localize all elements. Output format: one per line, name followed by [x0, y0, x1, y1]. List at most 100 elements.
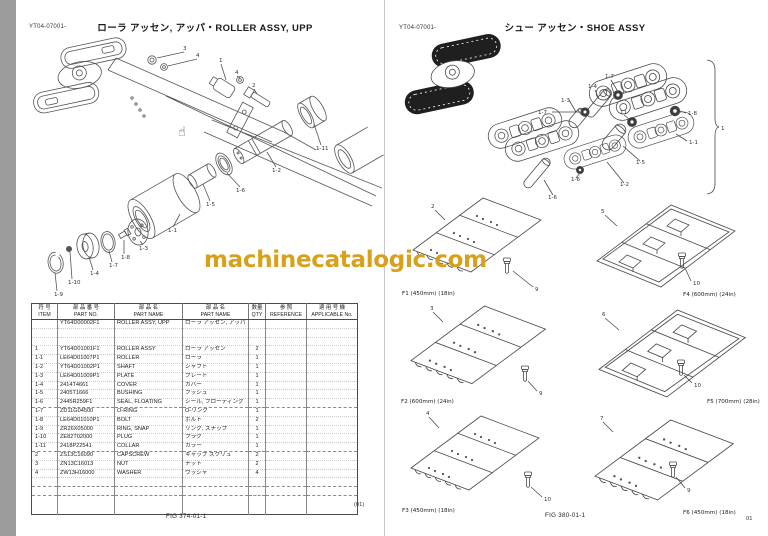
grease-fitting-part [208, 76, 236, 99]
shoe-f1 [412, 197, 542, 288]
frame-lines [107, 57, 383, 207]
table-row [31, 336, 358, 346]
fig-label: FIG 374-01-1 [166, 513, 207, 520]
callout-label: 1-3 [561, 98, 570, 104]
table-row [31, 477, 358, 487]
callout-label: 4 [235, 70, 239, 76]
callout-label: 1 [219, 58, 223, 64]
assy-bracket [706, 59, 720, 195]
roller-assembled-part [334, 126, 384, 174]
machine-thumbnail [33, 37, 127, 114]
snap-ring-part [47, 252, 64, 274]
shoe-size-label: F5 (700mm) (28in) [707, 399, 760, 405]
callout-label: 6 [602, 312, 606, 318]
callout-leader-lines [54, 51, 322, 292]
shoe-size-label: F6 (450mm) (18in) [683, 510, 736, 516]
hand-pointer-icon: ☝ [178, 125, 186, 140]
callout-label: 1-7 [605, 74, 614, 80]
watermark: machinecatalogic.com [204, 247, 487, 273]
callout-label: 2 [252, 83, 256, 89]
page-note: 01 [746, 516, 753, 522]
table-row [31, 494, 358, 515]
callout-label: 5 [601, 209, 605, 215]
page-note: (01) [354, 502, 365, 508]
page-divider [384, 0, 385, 536]
shoe-size-label: F3 (450mm) (18in) [402, 508, 455, 514]
shoe-f6 [594, 419, 734, 501]
callout-label: 1-6 [548, 195, 557, 201]
callout-label: 1-4 [90, 271, 99, 277]
shoe-exploded-diagram: 1-7 1-3 1-4 1-7 11 1-8 1-1 1-5 1-2 1-6 1… [401, 34, 760, 516]
callout-label: 9 [687, 488, 691, 494]
callout-label: 9 [539, 391, 543, 397]
callout-label: 10 [693, 281, 700, 287]
nut-part [147, 55, 157, 65]
collar-part [297, 95, 327, 129]
callout-label: 1-1 [168, 228, 177, 234]
callout-label: 4 [426, 411, 430, 417]
callout-label: 1-9 [54, 292, 63, 298]
table-row [31, 327, 358, 338]
callout-label: 1-11 [316, 146, 328, 152]
page-roller-assy: YT04-07001- ローラ アッセン, アッパ・ROLLER ASSY, U… [16, 0, 384, 536]
track-link-cluster [484, 59, 720, 196]
shoe-size-label: F2 (600mm) (24in) [401, 399, 454, 405]
callout-label: 1-8 [121, 255, 130, 261]
washer-part [160, 63, 168, 71]
callout-label: 1-3 [139, 246, 148, 252]
roller-exploded-diagram: 3 4 1 4 2 1-11 1-2 1-6 1-5 1-1 1-3 1-8 1… [33, 37, 384, 298]
callout-label: 3 [430, 306, 434, 312]
seal-ring-part [575, 165, 584, 174]
callout-label: 11 [620, 110, 627, 116]
callout-label: 1-8 [688, 111, 697, 117]
seal-ring-part [613, 90, 623, 100]
fig-label: FIG 380-01-1 [545, 512, 586, 519]
shoe-f2 [410, 305, 546, 392]
shaft-part [233, 120, 293, 164]
callout-label: 1-6 [236, 188, 245, 194]
plate-part [127, 218, 149, 246]
callout-label: 2 [431, 204, 435, 210]
callout-label: 1-4 [588, 84, 597, 90]
cover-part [76, 232, 100, 260]
shoe-size-label: F1 (450mm) (18in) [402, 291, 455, 297]
callout-label: 10 [694, 383, 701, 389]
callout-leader-lines [543, 79, 688, 196]
shoe-f5 [598, 309, 746, 398]
callout-label: 1-2 [620, 182, 629, 188]
shoe-f4 [596, 204, 736, 288]
callout-label: 1-2 [272, 168, 281, 174]
callout-label: 9 [535, 287, 539, 293]
pin-part [523, 157, 551, 189]
callout-label: 1-5 [636, 160, 645, 166]
page-title: シュー アッセン・SHOE ASSY [504, 23, 646, 34]
machine-thumbnail [404, 34, 501, 115]
callout-label: 10 [544, 497, 551, 503]
capscrew-part [243, 86, 271, 108]
doc-code: YT04-07001- [29, 24, 67, 30]
bushing-part [187, 163, 217, 189]
pin-part [586, 88, 612, 118]
